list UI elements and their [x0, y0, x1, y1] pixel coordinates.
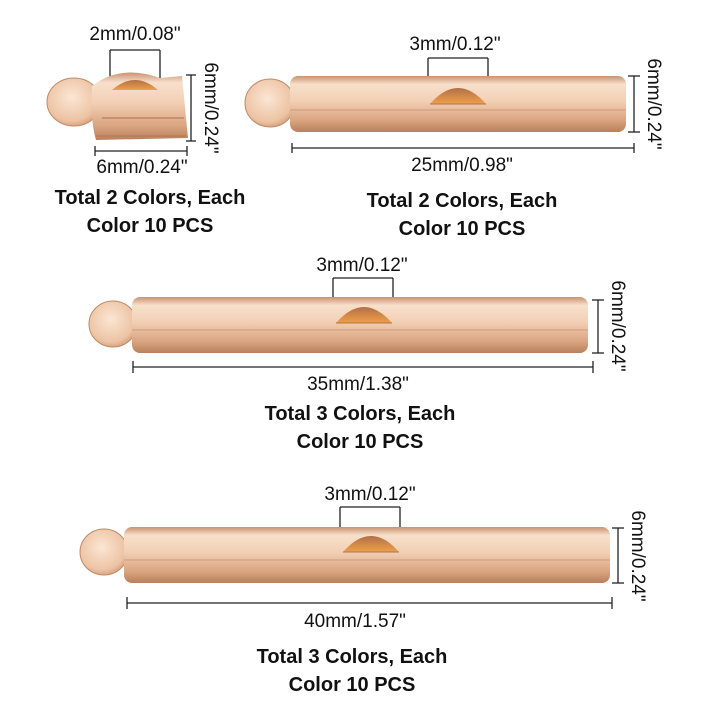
caption-40mm: Total 3 Colors, Each Color 10 PCS	[230, 643, 474, 699]
top-dimension-label: 3mm/0.12"	[409, 34, 500, 55]
caption-line1: Total 3 Colors, Each	[256, 646, 448, 668]
slider-end-35mm-image	[88, 297, 588, 353]
caption-line1: Total 2 Colors, Each	[366, 190, 558, 212]
caption-25mm: Total 2 Colors, Each Color 10 PCS	[340, 187, 584, 243]
caption-line2: Color 10 PCS	[296, 431, 424, 453]
side-dimension-line	[186, 74, 196, 142]
product-25mm: 3mm/0.12" 6mm/0.24" 25mm/0.98"	[244, 34, 664, 176]
side-dimension-line	[628, 75, 640, 133]
slider-end-25mm-image	[244, 76, 626, 132]
side-dimension-line	[592, 299, 604, 354]
bottom-dimension-line	[132, 361, 594, 373]
caption-6mm: Total 2 Colors, Each Color 10 PCS	[30, 184, 270, 240]
product-6mm: 2mm/0.08" 6mm/0.24" 6mm/0.24"	[46, 24, 221, 178]
side-dimension-line	[612, 527, 624, 584]
bottom-dimension-label: 6mm/0.24"	[96, 157, 187, 178]
top-dimension-label: 2mm/0.08"	[89, 24, 180, 45]
bottom-dimension-line	[291, 143, 635, 153]
top-dimension-label: 3mm/0.12"	[324, 484, 415, 505]
side-dimension-label: 6mm/0.24"	[607, 280, 628, 371]
bottom-dimension-line	[94, 146, 188, 156]
bottom-dimension-line	[126, 597, 613, 609]
top-dimension-label: 3mm/0.12"	[316, 255, 407, 276]
caption-line2: Color 10 PCS	[288, 674, 416, 696]
bottom-dimension-label: 25mm/0.98"	[411, 155, 513, 176]
caption-line2: Color 10 PCS	[398, 218, 526, 240]
caption-line1: Total 3 Colors, Each	[264, 403, 456, 425]
product-40mm: 3mm/0.12" 6mm/0.24" 40mm/1.57"	[79, 484, 648, 632]
slider-end-6mm-image	[46, 72, 188, 140]
side-dimension-label: 6mm/0.24"	[643, 58, 664, 149]
caption-line2: Color 10 PCS	[86, 215, 214, 237]
side-dimension-label: 6mm/0.24"	[627, 510, 648, 601]
bottom-dimension-label: 40mm/1.57"	[304, 611, 406, 632]
caption-35mm: Total 3 Colors, Each Color 10 PCS	[238, 400, 482, 456]
caption-line1: Total 2 Colors, Each	[54, 187, 246, 209]
product-35mm: 3mm/0.12" 6mm/0.24" 35mm/1.38"	[88, 255, 628, 395]
slider-end-40mm-image	[79, 527, 610, 583]
side-dimension-label: 6mm/0.24"	[200, 62, 221, 153]
bottom-dimension-label: 35mm/1.38"	[307, 374, 409, 395]
